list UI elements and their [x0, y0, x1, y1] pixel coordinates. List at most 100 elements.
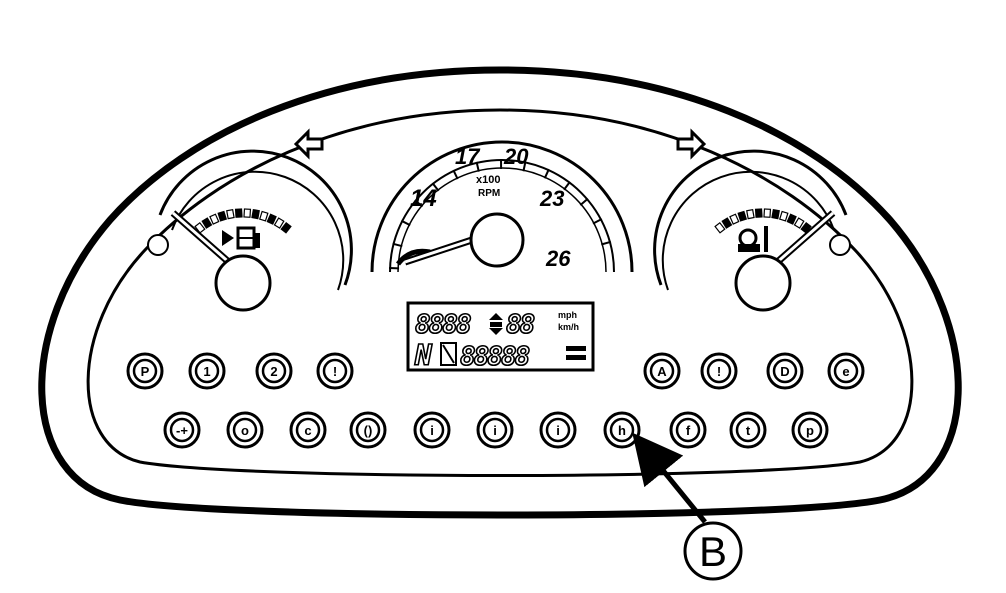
fuel-gauge-tick [273, 217, 285, 229]
coolant-temperature-gauge [653, 149, 851, 312]
steering-indicator: A [643, 352, 681, 390]
engine-indicator: e [827, 352, 865, 390]
headlight-indicator: D [766, 352, 804, 390]
temperature-gauge-tick [721, 217, 733, 229]
fuel-gauge-tick [234, 208, 243, 218]
lcd-bars-icon [566, 346, 586, 360]
fuel-gauge-tick [217, 210, 228, 222]
lcd-row1-digits: 8888 [415, 310, 471, 340]
temperature-gauge-tick [714, 221, 726, 234]
implement-indicator-1: i [413, 411, 451, 449]
lcd-up-down-arrows-icon [489, 313, 503, 335]
lcd-row2-digits: 88888 [460, 342, 530, 372]
tachometer-scale-segments [389, 158, 612, 270]
tachometer-scale-segment [592, 218, 603, 225]
tachometer-scale-segment [600, 240, 612, 246]
indicator-row2-glyph: i [430, 423, 434, 438]
fuel-gauge-tick [209, 213, 220, 225]
indicator-row2-glyph: h [618, 423, 626, 438]
turn-left-indicator-2: 2 [255, 352, 293, 390]
fuel-gauge-tick [251, 208, 260, 220]
hydraulic-indicator: ! [700, 352, 738, 390]
lcd-row1-digits-secondary: 88 [506, 310, 535, 340]
lcd-gear-box-icon [440, 342, 457, 366]
pto-indicator: p [791, 411, 829, 449]
temperature-gauge-hub [734, 254, 792, 312]
indicator-row2-glyph: () [364, 423, 373, 438]
indicator-row2-glyph: p [806, 423, 814, 438]
temperature-gauge-tick [737, 210, 748, 222]
indicator-row1-glyph: ! [333, 364, 337, 379]
tachometer-scale-segment [452, 169, 459, 180]
fuel-gauge-tick [201, 217, 213, 229]
tachometer-scale-segment [400, 219, 411, 227]
filter-indicator: f [669, 411, 707, 449]
implement-indicator-2: i [476, 411, 514, 449]
coolant-indicator: c [289, 411, 327, 449]
temperature-warning-lamp [829, 234, 851, 256]
tachometer: 14 17 20 23 26 x100 RPM [370, 140, 634, 273]
indicator-row1-glyph: P [141, 364, 150, 379]
temperature-gauge-tick [763, 208, 772, 218]
indicator-row1-glyph: e [842, 364, 849, 379]
fuel-gauge-tick [266, 213, 277, 225]
fuel-gauge-tick [226, 208, 235, 220]
hitch-indicator: h [603, 411, 641, 449]
fuel-gauge-tick [258, 210, 269, 222]
oil-pressure-indicator: o [226, 411, 264, 449]
brake-warning-indicator: ! [316, 352, 354, 390]
indicator-row2-glyph: c [304, 423, 311, 438]
indicator-row1-glyph: ! [717, 364, 721, 379]
indicator-row1-glyph: 2 [270, 364, 277, 379]
indicator-row2-glyph: o [241, 423, 249, 438]
lcd-gear-indicator: N [414, 339, 433, 372]
transmission-indicator: t [729, 411, 767, 449]
lcd-display: 8888 88 mph km/h N 88888 [406, 301, 595, 373]
temperature-gauge-tick [746, 208, 755, 220]
brake-indicator: () [349, 411, 387, 449]
indicator-row1-glyph: 1 [203, 364, 210, 379]
temperature-gauge-tick [778, 210, 789, 222]
temperature-gauge-tick [793, 217, 805, 229]
indicator-row2-glyph: t [746, 423, 751, 438]
park-brake-indicator: P [126, 352, 164, 390]
callout-arrow [632, 432, 707, 524]
temperature-gauge-tick [800, 221, 812, 234]
tachometer-scale-segment [579, 197, 589, 206]
indicator-row2-glyph: f [686, 423, 691, 438]
tachometer-scale-segment [475, 161, 480, 172]
fuel-gauge-hub [214, 254, 272, 312]
indicator-row1-glyph: D [780, 364, 789, 379]
tachometer-scale-segment [414, 199, 424, 208]
tachometer-unit: RPM [478, 188, 500, 199]
tachometer-label-20: 20 [503, 144, 529, 169]
temperature-gauge-tick [729, 213, 740, 225]
fuel-gauge-tick [194, 221, 206, 234]
temperature-gauge-tick [754, 208, 763, 218]
temperature-gauge-tick [771, 208, 780, 220]
tachometer-scale-segment [563, 181, 571, 191]
implement-indicator-3: i [539, 411, 577, 449]
tachometer-scale-segment [543, 168, 550, 179]
callout-b: B [632, 432, 743, 581]
fuel-gauge-tick [280, 221, 292, 234]
tachometer-label-14: 14 [410, 185, 437, 212]
fuel-gauge-tick [243, 208, 252, 218]
fuel-pump-icon [222, 226, 260, 250]
temperature-gauge-tick [786, 213, 797, 225]
tachometer-scale-segment [431, 182, 440, 192]
indicator-row1-glyph: A [657, 364, 667, 379]
callout-circle [683, 521, 743, 581]
indicator-row-2: -+ o c () i i i h f t p [163, 411, 829, 449]
battery-indicator: -+ [163, 411, 201, 449]
fuel-warning-lamp [147, 234, 169, 256]
temperature-gauge-scale-ticks [714, 208, 812, 234]
tachometer-label-17: 17 [455, 144, 481, 169]
fuel-gauge [147, 149, 353, 312]
indicator-row2-glyph: i [493, 423, 497, 438]
tachometer-label-26: 26 [545, 246, 571, 271]
turn-right-arrow-icon [676, 128, 707, 160]
tachometer-scale-segment [522, 161, 527, 172]
